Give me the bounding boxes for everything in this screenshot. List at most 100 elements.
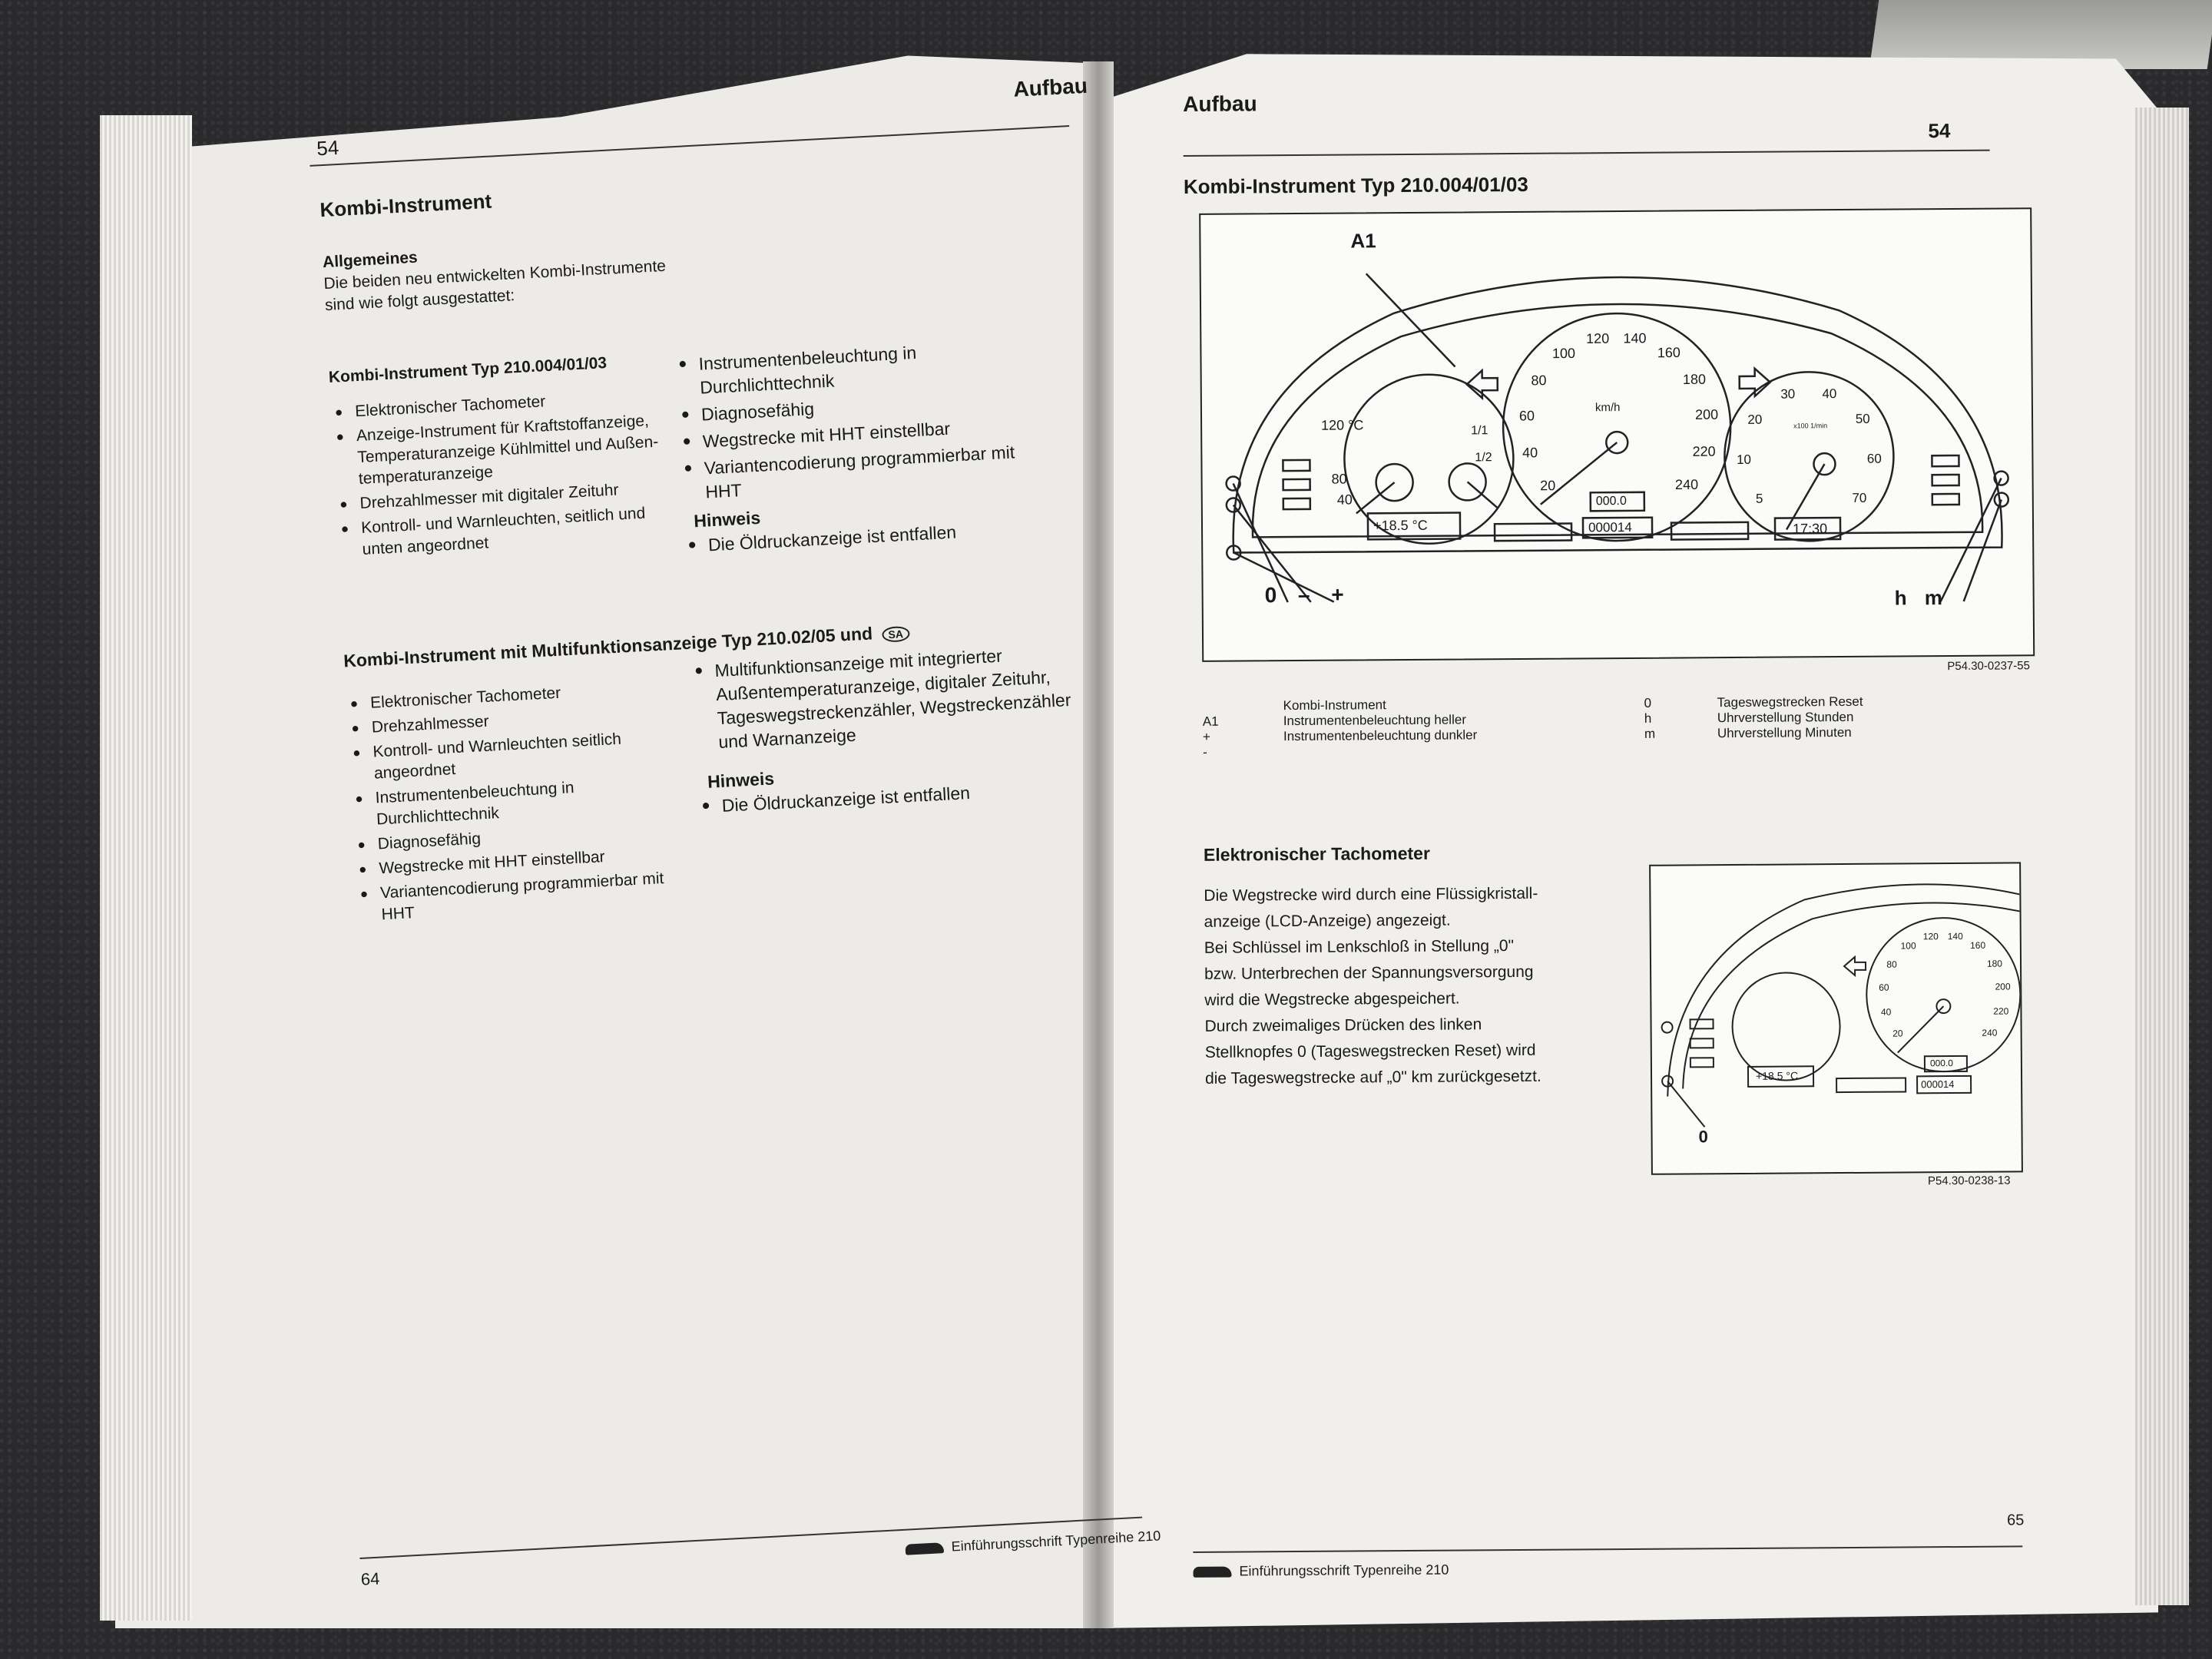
sa-badge: SA — [881, 625, 910, 643]
block1-list-right: Instrumentenbeleuchtung in Durchlichttec… — [666, 334, 1051, 508]
tick-label: 70 — [1852, 490, 1867, 505]
car-icon — [905, 1542, 945, 1555]
fuel-full-label: 1/1 — [1471, 424, 1488, 438]
page-number-top: 54 — [1928, 119, 1951, 143]
tick-label: 60 — [1518, 408, 1535, 424]
footer-text: Einführungsschrift Typenreihe 210 — [951, 1528, 1161, 1555]
legend-text: Instrumentenbeleuchtung heller — [1283, 712, 1467, 729]
fig1-reference: P54.30-0237-55 — [1947, 659, 2030, 674]
tick-label: 5 — [1755, 491, 1763, 506]
legend-row: - — [1203, 742, 1633, 760]
block2-list-right: Multifunktionsanzeige mit integrierter A… — [682, 640, 1088, 759]
body-line: Durch zweimaliges Drücken des linken — [1204, 1015, 1482, 1035]
left-page-content: 54 Aufbau Kombi-Instrument Allgemeines D… — [292, 73, 1161, 1611]
header-rule — [310, 125, 1070, 167]
body-line: anzeige (LCD-Anzeige) angezeigt. — [1204, 911, 1451, 931]
fig2-label-0: 0 — [1698, 1127, 1708, 1147]
legend-row: m Uhrverstellung Minuten — [1644, 724, 2028, 741]
footer-page-number: 65 — [2007, 1512, 2025, 1529]
section2-title: Elektronischer Tachometer — [1203, 843, 1430, 865]
legend-text: Instrumentenbeleuchtung dunkler — [1283, 727, 1478, 744]
temp-label-80: 80 — [1331, 471, 1347, 487]
page-header: Aufbau — [1012, 73, 1088, 101]
block2-list-left: Elektronischer Tachometer Drehzahlmesser… — [338, 676, 697, 930]
tick-label: 50 — [1855, 411, 1870, 427]
legend-key: 0 — [1644, 695, 1652, 710]
tick-label: 80 — [1886, 959, 1897, 970]
body-line: bzw. Unterbrechen der Spannungsversorgun… — [1204, 962, 1534, 983]
tick-label: 140 — [1623, 329, 1647, 346]
lcd-temp: +18.5 °C — [1373, 517, 1428, 534]
tick-label: 100 — [1900, 940, 1916, 952]
legend-key: + — [1202, 729, 1210, 744]
odo-trip: 000.0 — [1595, 494, 1627, 508]
fig2-odo-total: 000014 — [1921, 1078, 1955, 1091]
cluster-diagram — [1225, 273, 2010, 603]
tick-label: 40 — [1822, 386, 1837, 402]
block1-list-left: Elektronischer Tachometer Anzeige-Instru… — [323, 385, 670, 565]
footer-title: Einführungsschrift Typenreihe 210 — [905, 1528, 1161, 1557]
rpm-unit: x100 1/min — [1793, 422, 1828, 430]
legend-text: Tageswegstrecken Reset — [1717, 694, 1863, 710]
fuel-half-label: 1/2 — [1475, 451, 1492, 465]
tick-label: 30 — [1780, 386, 1796, 402]
legend-text: Uhrverstellung Minuten — [1717, 724, 1852, 741]
fig2-reference: P54.30-0238-13 — [1927, 1174, 2011, 1188]
temp-label-40: 40 — [1336, 492, 1353, 508]
speed-unit: km/h — [1594, 401, 1621, 415]
tick-label: 160 — [1970, 940, 1986, 952]
legend-text: Kombi-Instrument — [1283, 697, 1386, 714]
left-page-stack — [100, 115, 192, 1621]
tick-label: 20 — [1540, 477, 1556, 494]
page-number-top: 54 — [316, 135, 339, 161]
figure-instrument-cluster: A1 0 – + h m 120 °C 80 40 1/1 1/2 +18.5 … — [1199, 207, 2035, 662]
tick-label: 100 — [1551, 345, 1576, 362]
figure-title: Kombi-Instrument Typ 210.004/01/03 — [1183, 172, 1528, 198]
tick-label: 10 — [1736, 452, 1752, 468]
body-line: Stellknopfes 0 (Tageswegstrecken Reset) … — [1204, 1041, 1536, 1061]
tick-label: 60 — [1879, 982, 1889, 993]
body-line: Die Wegstrecke wird durch eine Flüssigkr… — [1204, 884, 1538, 905]
tick-label: 180 — [1986, 958, 2003, 969]
tick-label: 140 — [1947, 930, 1963, 942]
tick-label: 60 — [1866, 451, 1882, 467]
temp-label: 120 °C — [1321, 417, 1364, 433]
tachometer-diagram — [1661, 883, 2022, 1128]
book-gutter — [1083, 61, 1114, 1628]
tick-label: 220 — [1993, 1005, 2009, 1017]
hinweis-label: Hinweis — [693, 507, 761, 531]
tick-label: 40 — [1880, 1006, 1892, 1018]
tick-label: 240 — [1982, 1027, 1998, 1038]
tick-label: 80 — [1531, 373, 1547, 389]
tick-label: 240 — [1674, 476, 1699, 492]
right-page-stack — [2135, 108, 2189, 1605]
tick-label: 180 — [1682, 372, 1707, 388]
tick-label: 200 — [1995, 981, 2011, 992]
car-icon — [1193, 1566, 1232, 1578]
tick-label: 20 — [1892, 1028, 1903, 1039]
body-line: wird die Wegstrecke abgespeichert. — [1204, 989, 1460, 1009]
legend-key: h — [1644, 710, 1652, 726]
tick-label: 120 — [1922, 930, 1939, 942]
legend-key: - — [1203, 744, 1207, 760]
list-item: Anzeige-Instrument für Kraftstoffanzeige… — [340, 409, 666, 491]
labels-0-minus-plus: 0 – + — [1264, 582, 1352, 608]
tick-label: 20 — [1747, 412, 1763, 427]
body-line: die Tageswegstrecke auf „0" km zurückges… — [1204, 1067, 1541, 1088]
footer-text: Einführungsschrift Typenreihe 210 — [1239, 1561, 1449, 1579]
body-line: Bei Schlüssel im Lenkschloß in Stellung … — [1204, 937, 1515, 957]
tick-label: 120 — [1586, 330, 1610, 346]
block1-title: Kombi-Instrument Typ 210.004/01/03 — [328, 353, 608, 386]
section-title: Kombi-Instrument — [319, 189, 492, 222]
fig2-odo-trip: 000.0 — [1929, 1058, 1953, 1069]
footer-title: Einführungsschrift Typenreihe 210 — [1193, 1562, 1449, 1580]
page-header: Aufbau — [1183, 91, 1257, 116]
section2-body: Die Wegstrecke wird durch eine Flüssigkr… — [1204, 880, 1620, 1092]
legend-key: m — [1644, 726, 1656, 741]
legend-text: Uhrverstellung Stunden — [1717, 709, 1854, 726]
legend-key: A1 — [1202, 714, 1219, 729]
